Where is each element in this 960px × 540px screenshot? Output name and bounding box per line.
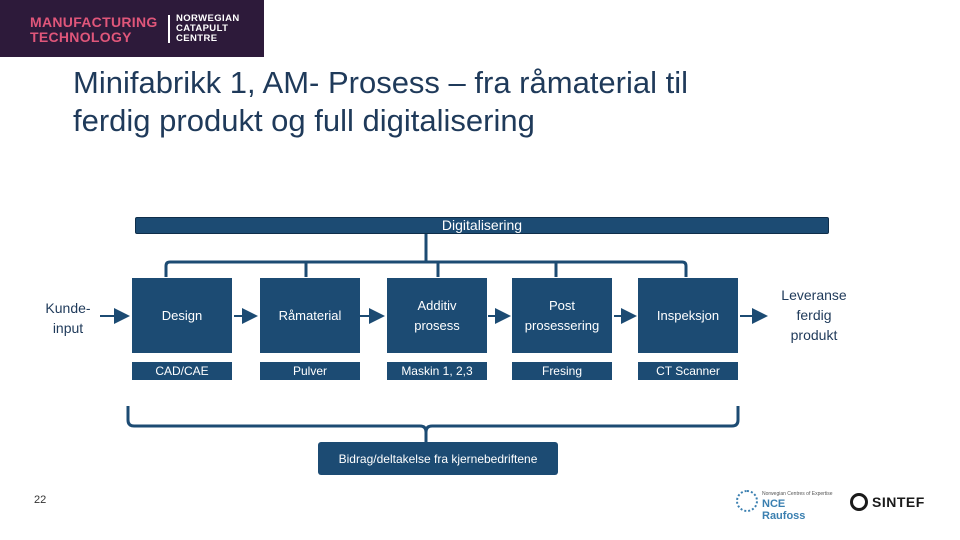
sub-box-ct-scanner: CT Scanner <box>638 362 738 380</box>
logo-manufacturing-technology: MANUFACTURING TECHNOLOGY NORWEGIAN CATAP… <box>0 0 264 57</box>
slide-title-line1: Minifabrikk 1, AM- Prosess – fra råmater… <box>73 65 689 100</box>
step-box-inspection: Inspeksjon <box>638 278 738 353</box>
sub-box-cad-cae: CAD/CAE <box>132 362 232 380</box>
logo-ncc-line2: CATAPULT <box>176 23 229 34</box>
step-label-inspection: Inspeksjon <box>656 307 720 323</box>
logo-mt-line1: MANUFACTURING <box>30 14 158 30</box>
sub-box-machines: Maskin 1, 2,3 <box>387 362 487 380</box>
step-label-raw-material: Råmaterial <box>278 307 342 323</box>
contribution-box: Bidrag/deltakelse fra kjernebedriftene <box>318 442 558 475</box>
nce-text: NCE Raufoss <box>762 498 806 522</box>
step-label-post-processing: Post prosessering <box>524 297 600 333</box>
customer-input-label: Kunde- input <box>45 300 91 336</box>
logo-separator <box>168 15 170 43</box>
slide-title-line2: ferdig produkt og full digitalisering <box>73 103 535 138</box>
step-label-additive-process: Additiv prosess <box>414 297 460 333</box>
logo-nce-raufoss: Norwegian Centres of Expertise NCE Raufo… <box>736 489 833 522</box>
logo-ncc-text: NORWEGIAN CATAPULT CENTRE <box>176 14 240 44</box>
step-box-post-processing: Post prosessering <box>512 278 612 353</box>
sub-box-powder: Pulver <box>260 362 360 380</box>
top-bracket <box>164 260 688 277</box>
sub-box-milling: Fresing <box>512 362 612 380</box>
sintef-logo-icon <box>850 493 868 511</box>
step-box-raw-material: Råmaterial <box>260 278 360 353</box>
digitalisering-banner: Digitalisering <box>135 217 829 234</box>
slide-title: Minifabrikk 1, AM- Prosess – fra råmater… <box>73 64 873 140</box>
nce-small-text: Norwegian Centres of Expertise <box>762 491 833 497</box>
page-number: 22 <box>34 494 47 506</box>
step-box-design: Design <box>132 278 232 353</box>
logo-mt-line2: TECHNOLOGY <box>30 29 132 45</box>
logo-ncc-line1: NORWEGIAN <box>176 13 240 24</box>
logo-mt-text: MANUFACTURING TECHNOLOGY <box>30 15 158 45</box>
step-box-additive-process: Additiv prosess <box>387 278 487 353</box>
nce-logo-icon <box>736 490 758 512</box>
logo-ncc-line3: CENTRE <box>176 33 218 44</box>
sintef-text: SINTEF <box>872 494 925 510</box>
bottom-bracket <box>126 406 740 433</box>
step-label-design: Design <box>161 307 203 323</box>
delivery-output-label: Leveranse ferdig produkt <box>781 287 847 343</box>
